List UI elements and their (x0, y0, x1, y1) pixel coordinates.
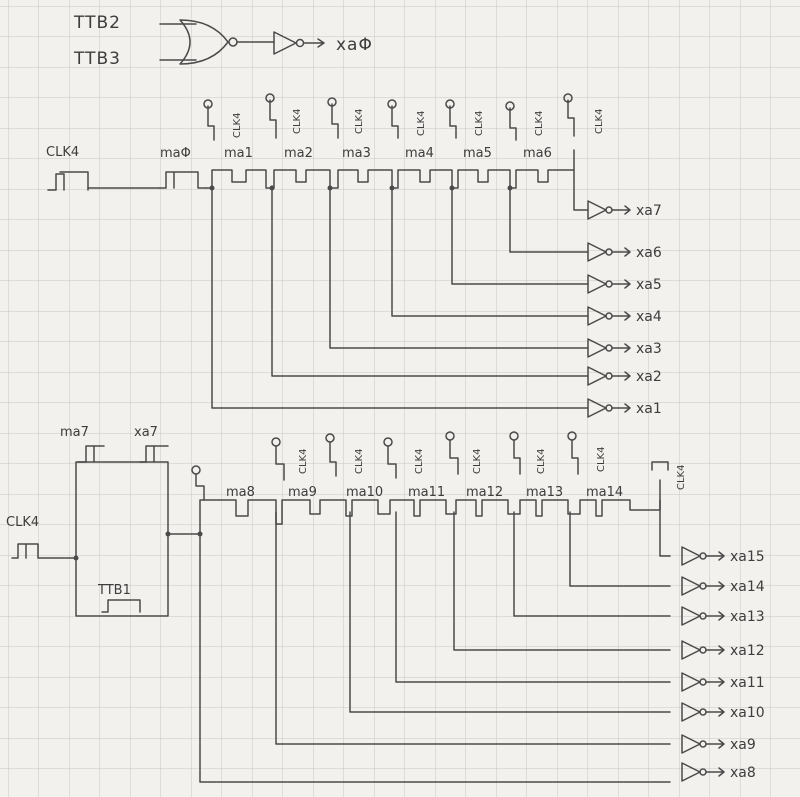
row2-output-label-0: xa15 (730, 549, 765, 565)
row1-clk-pulse (47, 171, 89, 191)
row1-cell-4: ma4 (405, 146, 434, 161)
row2-cell-5: ma13 (526, 485, 563, 500)
row1-output-label-5: xa2 (636, 369, 662, 385)
row1-cell-0: maΦ (160, 146, 191, 161)
row2-output-label-3: xa12 (730, 643, 765, 659)
row1-output-2: xa5 (587, 274, 662, 294)
row1-output-label-6: xa1 (636, 401, 662, 417)
row1-cell-5: ma5 (463, 146, 492, 161)
row1-output-5: xa2 (587, 366, 662, 386)
row1-output-0: xa7 (587, 200, 662, 220)
row2-output-label-6: xa9 (730, 737, 756, 753)
row2-output-7: xa8 (681, 762, 756, 782)
row1-clk-pin-6: CLK4 (594, 109, 605, 134)
row2-clk-pin-5: CLK4 (596, 447, 607, 472)
row2-cell-0: ma8 (226, 485, 255, 500)
row1-clk-pin-0: CLK4 (232, 113, 243, 138)
row2-clk-pin-6: CLK4 (676, 465, 687, 490)
row2-cell-6: ma14 (586, 485, 623, 500)
row2-clk-pin-2: CLK4 (414, 449, 425, 474)
row2-output-label-5: xa10 (730, 705, 765, 721)
row2-clk-pin-4: CLK4 (536, 449, 547, 474)
row1-output-4: xa3 (587, 338, 662, 358)
row1-output-label-0: xa7 (636, 203, 662, 219)
row1-clk-pin-2: CLK4 (354, 109, 365, 134)
row1-clock-pins: CLK4 CLK4 CLK4 CLK4 CLK4 CLK4 CLK4 (203, 93, 605, 141)
row1-output-3: xa4 (587, 306, 662, 326)
row2-output-5: xa10 (681, 702, 765, 722)
row1-clk-pin-3: CLK4 (416, 111, 427, 136)
row2-clock-pins: CLK4 CLK4 CLK4 CLK4 CLK4 CLK4 CLK4 (191, 431, 687, 501)
row2-output-2: xa13 (681, 606, 765, 626)
row2-cell-3: ma11 (408, 485, 445, 500)
row2-block-in1: ma7 (60, 425, 89, 440)
row1-section: CLK4 maΦ ma1 ma2 ma3 ma4 ma5 ma6 CLK4 CL… (46, 93, 662, 418)
row1-cell-3: ma3 (342, 146, 371, 161)
row2-section: ma7 xa7 CLK4 TTB1 ma8 ma9 ma10 ma11 ma12… (6, 425, 765, 783)
row1-cell-1: ma1 (224, 146, 253, 161)
row2-output-3: xa12 (681, 640, 765, 660)
row2-output-label-1: xa14 (730, 579, 765, 595)
row1-output-label-2: xa5 (636, 277, 662, 293)
or-output-label: xaΦ (336, 35, 373, 55)
row1-clk-pin-4: CLK4 (474, 111, 485, 136)
row1-output-buffers: xa7 xa6 xa5 xa4 xa3 xa2 xa1 (587, 200, 662, 418)
row2-block-in2: xa7 (134, 425, 158, 440)
row2-output-label-4: xa11 (730, 675, 765, 691)
inverter-symbol (273, 31, 297, 55)
row1-cell-6: ma6 (523, 146, 552, 161)
or-input-1-label: TTB2 (73, 13, 121, 33)
row1-output-label-1: xa6 (636, 245, 662, 261)
row1-clk-pin-5: CLK4 (534, 111, 545, 136)
row2-output-4: xa11 (681, 672, 765, 692)
row1-clk-label: CLK4 (46, 145, 79, 160)
row2-output-6: xa9 (681, 734, 756, 754)
row2-output-1: xa14 (681, 576, 765, 596)
row2-output-0: xa15 (681, 546, 765, 566)
row2-clk-label: CLK4 (6, 515, 39, 530)
row2-cell-1: ma9 (288, 485, 317, 500)
row2-output-label-7: xa8 (730, 765, 756, 781)
or-gate-section: TTB2 TTB3 xaΦ (73, 13, 373, 69)
row2-clk-pin-1: CLK4 (354, 449, 365, 474)
row2-cell-4: ma12 (466, 485, 503, 500)
row1-output-1: xa6 (587, 242, 662, 262)
row2-block-label: TTB1 (97, 583, 131, 598)
or-gate-symbol (179, 19, 229, 65)
row2-cell-2: ma10 (346, 485, 383, 500)
row2-clk-pin-3: CLK4 (472, 449, 483, 474)
row2-output-label-2: xa13 (730, 609, 765, 625)
row2-output-buffers: xa15 xa14 xa13 xa12 xa11 xa10 xa9 xa8 (681, 546, 765, 782)
row1-output-label-4: xa3 (636, 341, 662, 357)
row1-output-label-3: xa4 (636, 309, 662, 325)
row1-clk-pin-1: CLK4 (292, 109, 303, 134)
row2-clk-pin-0: CLK4 (298, 449, 309, 474)
row2-logic-block (75, 461, 169, 617)
row1-cell-2: ma2 (284, 146, 313, 161)
or-input-2-label: TTB3 (73, 49, 121, 69)
row1-output-6: xa1 (587, 398, 662, 418)
